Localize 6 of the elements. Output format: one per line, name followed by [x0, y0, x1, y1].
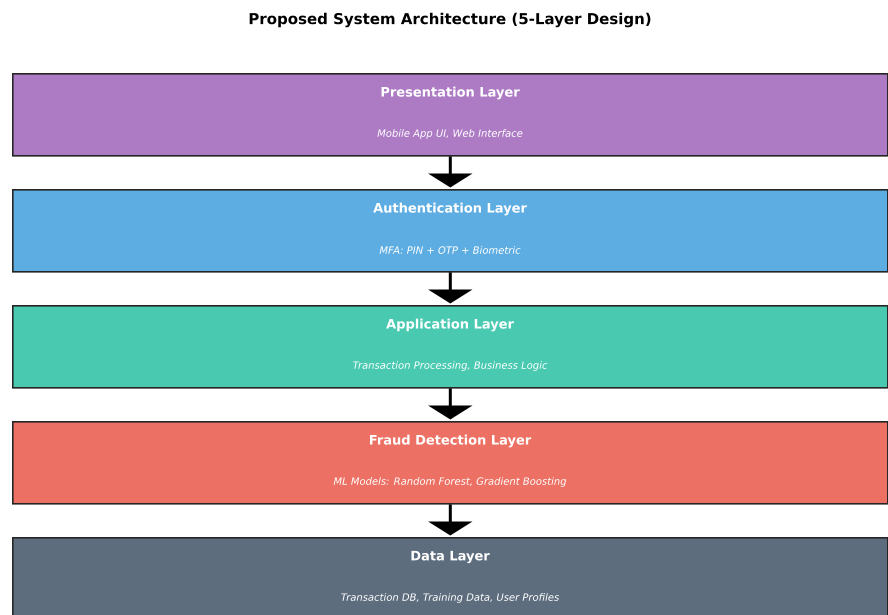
- layer-box: Data Layer Transaction DB, Training Data, User Profiles: [12, 537, 888, 615]
- layer-box: Presentation Layer Mobile App UI, Web Interface: [12, 73, 888, 157]
- layer-box: Application Layer Transaction Processing, Business Logic: [12, 305, 888, 389]
- layer-box: Fraud Detection Layer ML Models: Random Forest, Gradient Boosting: [12, 421, 888, 505]
- layer-box: Authentication Layer MFA: PIN + OTP + Biometric: [12, 189, 888, 273]
- title: Proposed System Architecture (5-Layer Design): [250, 12, 650, 28]
